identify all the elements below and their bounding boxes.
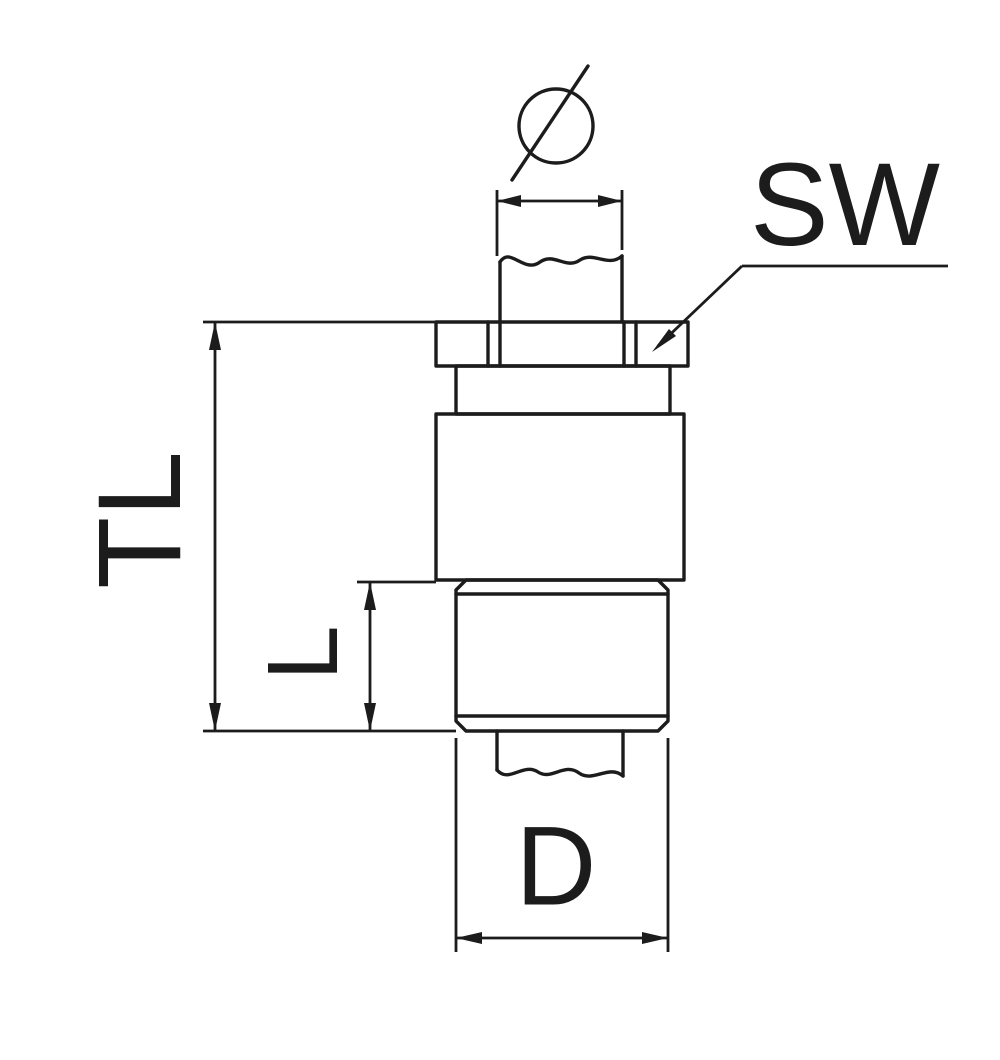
dia-arrow-left (497, 195, 521, 207)
tl-arrow-top (209, 322, 221, 350)
tl-arrow-bottom (209, 703, 221, 731)
cable-top (498, 254, 624, 324)
main-body (434, 412, 686, 582)
dim-label-thread-length: L (247, 625, 359, 681)
leader-wrench-size: SW (652, 139, 948, 352)
l-arrow-bottom (364, 703, 376, 731)
cable-bottom (495, 729, 625, 778)
d-arrow-left (456, 932, 482, 944)
d-arrow-right (642, 932, 668, 944)
sw-leader-arrow (652, 329, 676, 352)
diameter-symbol-slash (510, 64, 590, 182)
thread-section (454, 578, 670, 733)
gland-body (434, 320, 690, 733)
dim-cable-diameter (495, 64, 624, 256)
hex-flange (434, 320, 690, 368)
dim-outer-diameter: D (454, 738, 670, 952)
dia-arrow-right (598, 195, 622, 207)
neck (454, 364, 672, 416)
dim-label-total-length: TL (74, 451, 206, 589)
cable-bottom-wave (495, 767, 625, 778)
l-arrow-top (364, 582, 376, 610)
dim-thread-length: L (247, 580, 436, 731)
cable-top-wave (498, 254, 624, 267)
dim-label-outer-diameter: D (516, 804, 597, 929)
dim-label-wrench-size: SW (750, 139, 940, 271)
diameter-symbol-icon (517, 87, 595, 165)
dim-total-length: TL (74, 320, 456, 733)
